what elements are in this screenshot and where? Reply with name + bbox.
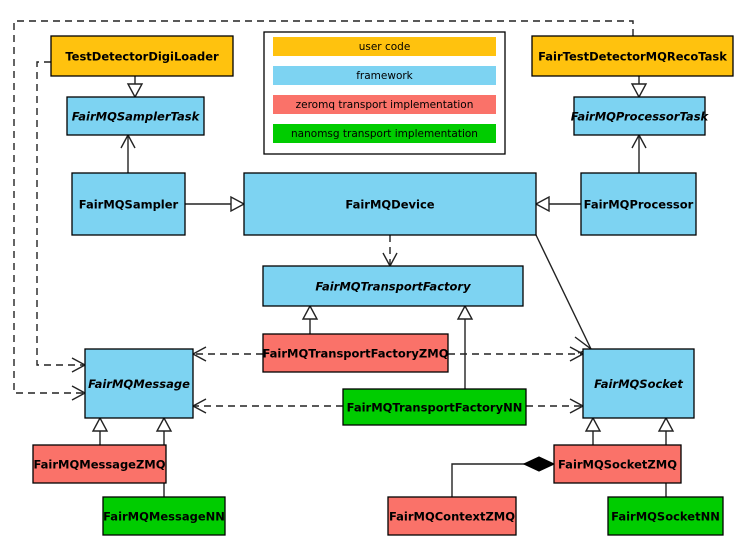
legend-label-nanomsg: nanomsg transport implementation — [291, 128, 478, 140]
class-rect[interactable] — [262, 265, 524, 307]
class-name-label: FairMQMessageZMQ — [33, 458, 165, 472]
class-name-label: FairMQTransportFactoryZMQ — [262, 347, 448, 361]
class-box-FairMQSocket[interactable]: FairMQSocket — [582, 348, 695, 419]
class-rect[interactable] — [71, 172, 186, 236]
legend-swatch-framework — [273, 66, 496, 85]
arrowhead-generalization — [456, 304, 474, 320]
arrowhead-generalization — [155, 416, 173, 432]
class-rect[interactable] — [243, 172, 537, 236]
class-rect[interactable] — [607, 496, 724, 536]
class-box-FairMQTransportFactoryNN[interactable]: FairMQTransportFactoryNN — [342, 388, 527, 426]
class-rect[interactable] — [32, 444, 167, 484]
arrowhead-generalization — [301, 304, 319, 320]
arrowhead-generalization — [630, 83, 648, 99]
class-name-label: FairMQMessageNN — [103, 510, 225, 524]
edge-digiloader-message — [36, 61, 85, 366]
legend-label-zeromq: zeromq transport implementation — [296, 99, 474, 111]
class-name-label: FairMQSocketZMQ — [558, 458, 677, 472]
edge-contextzmq-socketzmq — [451, 463, 539, 497]
class-box-FairMQSamplerTask[interactable]: FairMQSamplerTask — [66, 96, 205, 136]
class-rect[interactable] — [66, 96, 205, 136]
class-box-FairMQSocketNN[interactable]: FairMQSocketNN — [607, 496, 724, 536]
class-rect[interactable] — [582, 348, 695, 419]
class-name-label: FairMQSamplerTask — [72, 110, 201, 124]
legend-label-user-code: user code — [359, 41, 411, 53]
arrowhead-generalization — [230, 195, 246, 213]
class-box-FairMQDevice[interactable]: FairMQDevice — [243, 172, 537, 236]
class-rect[interactable] — [573, 96, 706, 136]
class-box-FairTestDetectorMQRecoTask[interactable]: FairTestDetectorMQRecoTask — [531, 35, 734, 77]
class-rect[interactable] — [342, 388, 527, 426]
legend-swatch-nanomsg — [273, 124, 496, 143]
class-box-FairMQTransportFactoryZMQ[interactable]: FairMQTransportFactoryZMQ — [262, 333, 449, 373]
class-name-label: FairMQSocket — [594, 377, 683, 391]
class-rect[interactable] — [262, 333, 449, 373]
class-box-FairMQTransportFactory[interactable]: FairMQTransportFactory — [262, 265, 524, 307]
arrowhead-generalization — [91, 416, 109, 432]
class-name-label: FairTestDetectorMQRecoTask — [538, 50, 727, 64]
legend: user code framework zeromq transport imp… — [263, 31, 506, 155]
class-name-label: FairMQSampler — [79, 198, 179, 212]
class-rect[interactable] — [580, 172, 697, 236]
class-rect[interactable] — [387, 496, 517, 536]
class-name-label: FairMQProcessorTask — [571, 110, 710, 124]
class-rect[interactable] — [102, 496, 226, 536]
class-box-FairMQMessage[interactable]: FairMQMessage — [84, 348, 194, 419]
class-box-FairMQSampler[interactable]: FairMQSampler — [71, 172, 186, 236]
legend-swatch-zeromq — [273, 95, 496, 114]
class-rect[interactable] — [84, 348, 194, 419]
class-box-FairMQMessageZMQ[interactable]: FairMQMessageZMQ — [32, 444, 167, 484]
class-box-FairMQMessageNN[interactable]: FairMQMessageNN — [102, 496, 226, 536]
class-name-label: FairMQTransportFactoryNN — [347, 401, 523, 415]
class-name-label: FairMQMessage — [88, 377, 190, 391]
class-name-label: FairMQDevice — [345, 198, 434, 212]
class-name-label: FairMQSocketNN — [611, 510, 720, 524]
class-rect[interactable] — [531, 35, 734, 77]
class-rect[interactable] — [553, 444, 682, 484]
class-box-FairMQProcessor[interactable]: FairMQProcessor — [580, 172, 697, 236]
arrowhead-generalization — [657, 416, 675, 432]
class-box-FairMQSocketZMQ[interactable]: FairMQSocketZMQ — [553, 444, 682, 484]
legend-swatch-user-code — [273, 37, 496, 56]
class-rect[interactable] — [50, 35, 234, 77]
class-name-label: TestDetectorDigiLoader — [65, 50, 219, 64]
edge-device-socket — [535, 234, 592, 350]
class-name-label: FairMQContextZMQ — [389, 510, 515, 524]
class-box-FairMQContextZMQ[interactable]: FairMQContextZMQ — [387, 496, 517, 536]
class-name-label: FairMQTransportFactory — [315, 280, 471, 294]
diamond-composition — [522, 456, 556, 472]
legend-label-framework: framework — [356, 70, 413, 82]
class-name-label: FairMQProcessor — [584, 198, 694, 212]
arrowhead-generalization — [584, 416, 602, 432]
class-box-FairMQProcessorTask[interactable]: FairMQProcessorTask — [571, 96, 710, 136]
arrowhead-generalization — [534, 195, 550, 213]
class-box-TestDetectorDigiLoader[interactable]: TestDetectorDigiLoader — [50, 35, 234, 77]
class-box-layer: TestDetectorDigiLoader FairTestDetectorMQ… — [32, 35, 734, 536]
arrowhead-generalization — [126, 83, 144, 99]
